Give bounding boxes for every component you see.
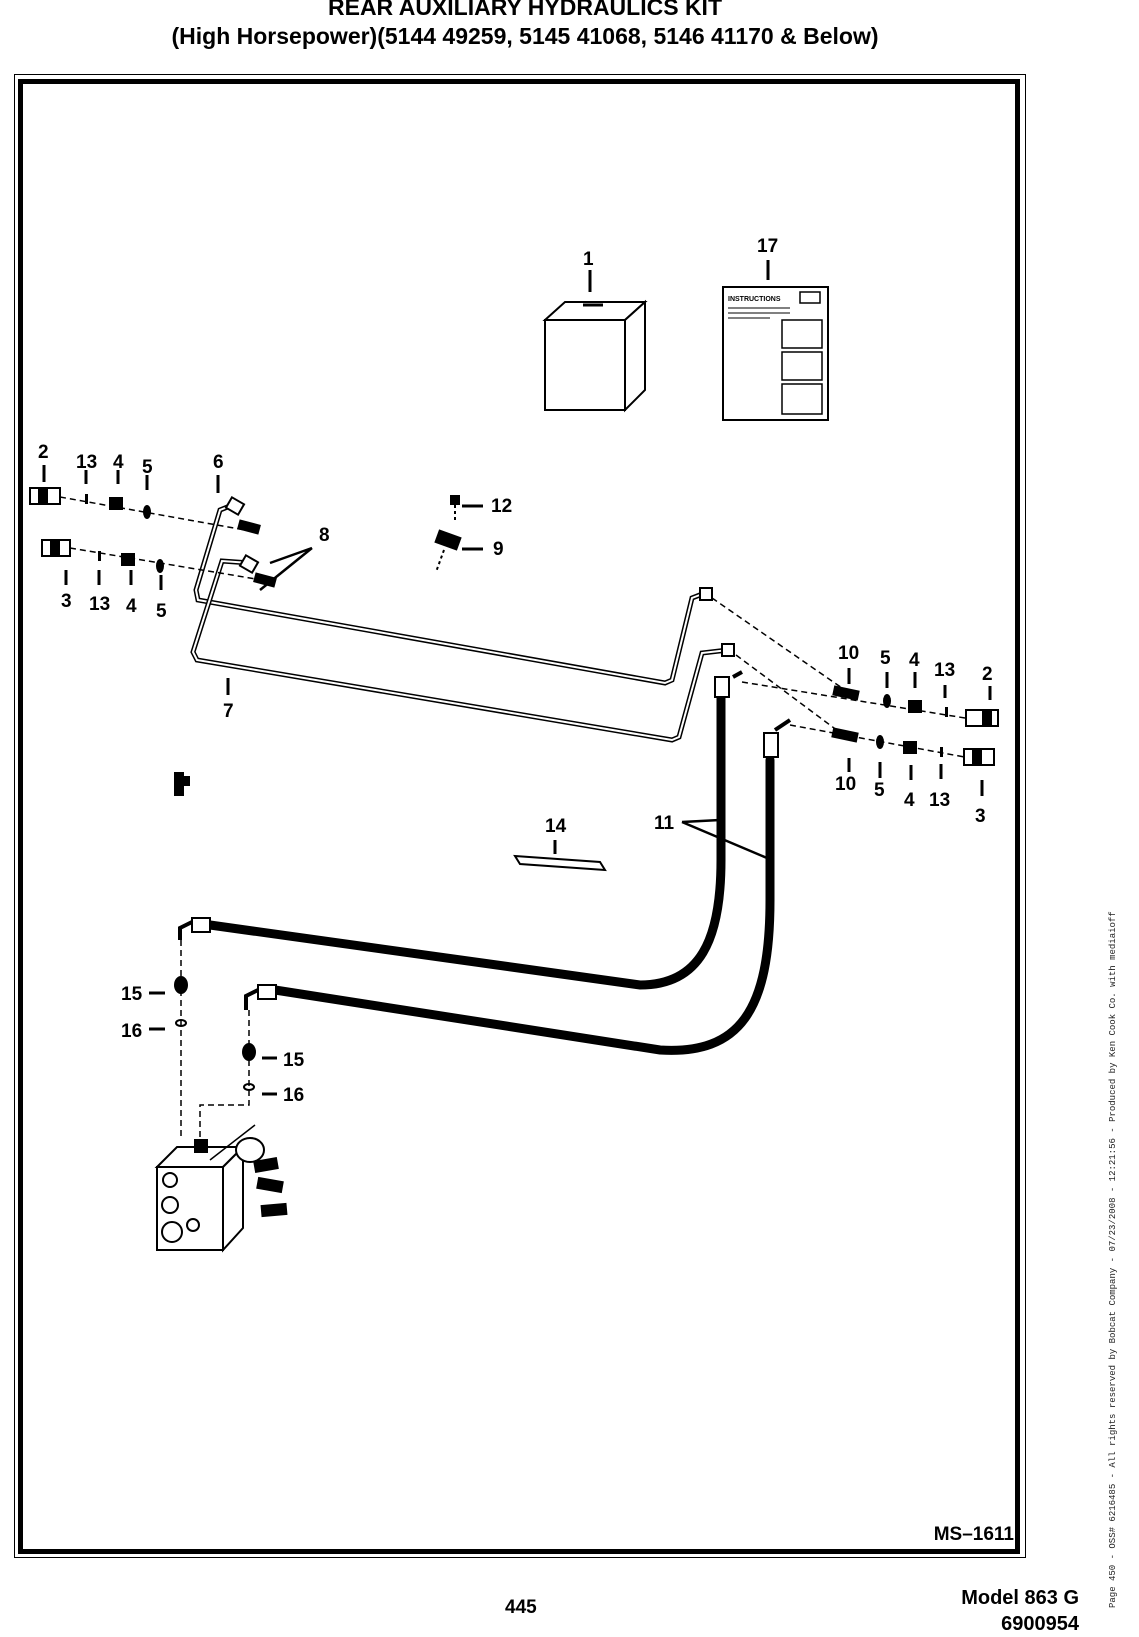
part-9-clamp bbox=[434, 529, 462, 573]
page-subtitle: (High Horsepower)(5144 49259, 5145 41068… bbox=[171, 23, 879, 49]
callout-4-left-bottom: 4 bbox=[126, 596, 137, 617]
callout-9: 9 bbox=[493, 539, 504, 560]
callout-13-right-top: 13 bbox=[934, 660, 955, 681]
right-fitting-row-top bbox=[711, 597, 999, 727]
callout-13-left-bottom: 13 bbox=[89, 594, 110, 615]
callout-4-right-top: 4 bbox=[909, 650, 920, 671]
callout-16-right: 16 bbox=[283, 1085, 304, 1106]
callout-15-right: 15 bbox=[283, 1050, 305, 1071]
left-fitting-row-bottom bbox=[41, 539, 277, 588]
instructions-label: INSTRUCTIONS bbox=[728, 296, 781, 303]
part-15-16-fittings bbox=[174, 940, 256, 1140]
model-name: Model 863 G bbox=[961, 1587, 1079, 1609]
part-11-hoses bbox=[205, 693, 775, 1055]
callout-10-right-bottom: 10 bbox=[835, 774, 856, 795]
tee-fitting bbox=[174, 772, 190, 796]
diagram-reference: MS–1611 bbox=[933, 1524, 1014, 1545]
part-6-tube-inner bbox=[194, 505, 706, 685]
page-title: REAR AUXILIARY HYDRAULICS KIT bbox=[328, 0, 722, 20]
right-fitting-row-bottom bbox=[735, 654, 995, 766]
callout-5-left-bottom: 5 bbox=[156, 601, 167, 622]
part-1-box bbox=[542, 299, 648, 413]
callout-4-right-bottom: 4 bbox=[904, 790, 915, 811]
side-copyright-note: Page 450 - OSS# 6216485 - All rights res… bbox=[1108, 911, 1118, 1608]
callout-5-right-bottom: 5 bbox=[874, 780, 885, 801]
left-fitting-row-top bbox=[29, 487, 261, 535]
callout-13-right-bottom: 13 bbox=[929, 790, 950, 811]
page-number: 445 bbox=[505, 1597, 537, 1618]
part-6-tube bbox=[193, 503, 706, 686]
callout-1: 1 bbox=[583, 249, 594, 270]
callout-5-left-top: 5 bbox=[142, 457, 153, 478]
part-17-instructions: INSTRUCTIONS bbox=[722, 286, 829, 421]
leader-lines bbox=[42, 465, 992, 1096]
callout-14: 14 bbox=[545, 816, 567, 837]
part-number: 6900954 bbox=[1001, 1613, 1079, 1635]
callout-3-left: 3 bbox=[61, 591, 72, 612]
callout-8: 8 bbox=[319, 525, 330, 546]
part-12-screw bbox=[450, 495, 460, 520]
valve-block bbox=[154, 1124, 288, 1253]
diagram-outer-frame bbox=[14, 74, 1026, 1558]
model-info: Model 863 G 6900954 bbox=[961, 1585, 1079, 1637]
callout-12: 12 bbox=[491, 496, 512, 517]
part-7-tube-inner bbox=[191, 559, 729, 742]
callout-11: 11 bbox=[654, 813, 675, 834]
callout-17: 17 bbox=[757, 236, 778, 257]
callout-16-left: 16 bbox=[121, 1021, 142, 1042]
part-14-strap bbox=[513, 854, 607, 872]
diagram-inner-frame bbox=[18, 79, 1020, 1554]
callout-10-right-top: 10 bbox=[838, 643, 859, 664]
callout-3-right: 3 bbox=[975, 806, 986, 827]
callout-4-left-top: 4 bbox=[113, 452, 124, 473]
callout-2-right: 2 bbox=[982, 664, 993, 685]
part-7-tube bbox=[190, 558, 729, 743]
callout-6: 6 bbox=[213, 452, 224, 473]
callout-15-left: 15 bbox=[121, 984, 143, 1005]
callout-7: 7 bbox=[223, 701, 234, 722]
callout-13-left-top: 13 bbox=[76, 452, 97, 473]
callout-5-right-top: 5 bbox=[880, 648, 891, 669]
callout-2-left: 2 bbox=[38, 442, 49, 463]
callouts: 1 17 2 13 4 5 6 8 12 9 3 13 4 5 7 10 5 4… bbox=[38, 236, 993, 1106]
